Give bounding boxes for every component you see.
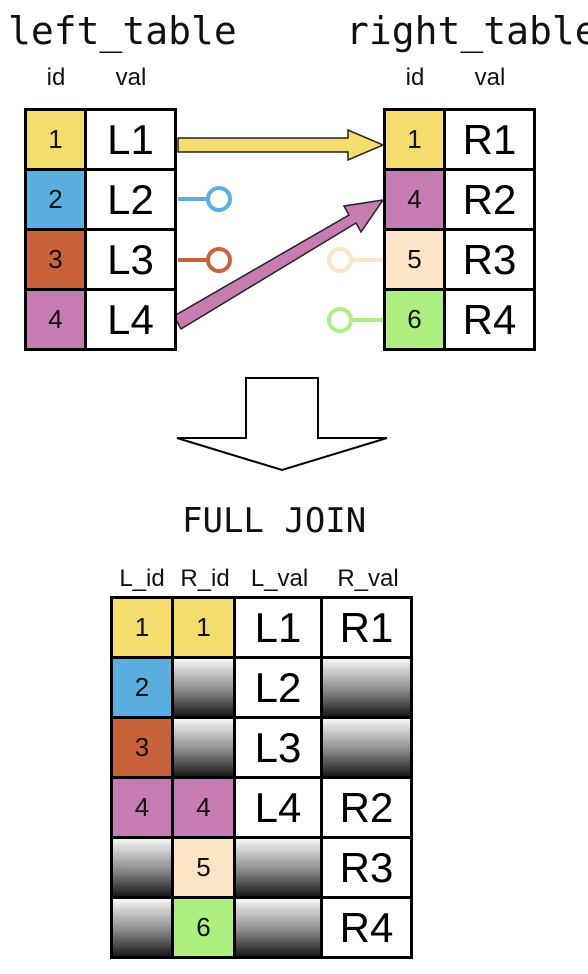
result-r-val-cell: R2 (320, 776, 413, 839)
unmatched-stub-5 (327, 247, 385, 273)
right-table-id-cell: 1 (383, 108, 446, 171)
result-l-id-cell: 2 (110, 656, 174, 719)
right-table-val-cell: R1 (443, 108, 536, 171)
result-r-id-cell (171, 656, 236, 719)
left-table-val-cell: L2 (84, 168, 177, 231)
left-table-val-cell: L3 (84, 228, 177, 291)
result-r-id-cell: 6 (171, 896, 236, 959)
result-r-val-cell (320, 716, 413, 779)
left-table-title: left_table (8, 9, 237, 53)
left-table-id-cell: 2 (24, 168, 87, 231)
result-l-val-cell: L4 (233, 776, 323, 839)
left-table-id-cell: 4 (24, 288, 87, 351)
result-r-id-cell: 5 (171, 836, 236, 899)
result-l-val-cell: L3 (233, 716, 323, 779)
result-r-id-cell: 4 (171, 776, 236, 839)
right-table-val-header: val (474, 64, 506, 91)
right-table-id-cell: 4 (383, 168, 446, 231)
result-l-id-cell (110, 896, 174, 959)
result-r-id-cell (171, 716, 236, 779)
result-r-val-cell: R3 (320, 836, 413, 899)
right-table-id-cell: 5 (383, 228, 446, 291)
join-operation-label: FULL JOIN (182, 501, 367, 541)
result-r-id-cell: 1 (171, 596, 236, 659)
result-r-val-cell: R1 (320, 596, 413, 659)
result-r-val-cell: R4 (320, 896, 413, 959)
result-r-id-header: R_id (180, 565, 230, 592)
left-table-id-header: id (46, 64, 66, 91)
result-l-id-cell (110, 836, 174, 899)
left-table-id-cell: 3 (24, 228, 87, 291)
match-arrow-1 (177, 128, 385, 162)
right-table-val-cell: R4 (443, 288, 536, 351)
result-l-id-cell: 3 (110, 716, 174, 779)
unmatched-stub-6 (327, 307, 385, 333)
result-l-val-header: L_val (250, 565, 309, 592)
result-l-id-cell: 4 (110, 776, 174, 839)
right-table-title: right_table (346, 9, 588, 53)
result-l-id-header: L_id (119, 565, 165, 592)
result-l-val-cell (233, 836, 323, 899)
result-l-val-cell: L2 (233, 656, 323, 719)
left-table-val-cell: L1 (84, 108, 177, 171)
unmatched-stub-3 (178, 247, 232, 273)
right-table-id-cell: 6 (383, 288, 446, 351)
unmatched-stub-2 (178, 186, 232, 212)
result-l-val-cell (233, 896, 323, 959)
left-table-val-header: val (115, 64, 147, 91)
left-table-val-cell: L4 (84, 288, 177, 351)
result-l-val-cell: L1 (233, 596, 323, 659)
result-l-id-cell: 1 (110, 596, 174, 659)
left-table-id-cell: 1 (24, 108, 87, 171)
right-table-id-header: id (405, 64, 425, 91)
result-r-val-header: R_val (337, 565, 399, 592)
down-arrow-icon (176, 377, 388, 472)
match-arrow-4 (172, 198, 385, 331)
right-table-val-cell: R2 (443, 168, 536, 231)
right-table-val-cell: R3 (443, 228, 536, 291)
result-r-val-cell (320, 656, 413, 719)
